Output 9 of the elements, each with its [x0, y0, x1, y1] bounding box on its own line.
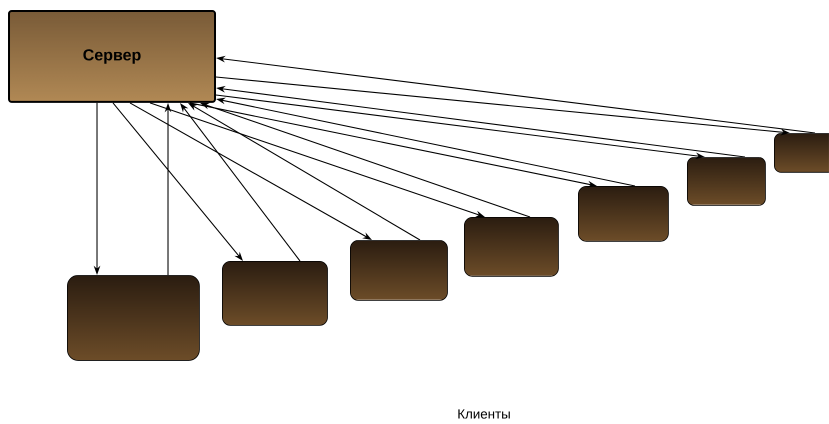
client-box [67, 275, 200, 361]
client-box [222, 261, 328, 326]
client-box [350, 240, 448, 301]
client-box [774, 133, 829, 173]
client-box [464, 217, 559, 277]
client-box [687, 157, 766, 206]
server-box: Сервер [8, 10, 216, 103]
group-caption: Клиенты [458, 409, 510, 419]
client-box [578, 186, 669, 242]
